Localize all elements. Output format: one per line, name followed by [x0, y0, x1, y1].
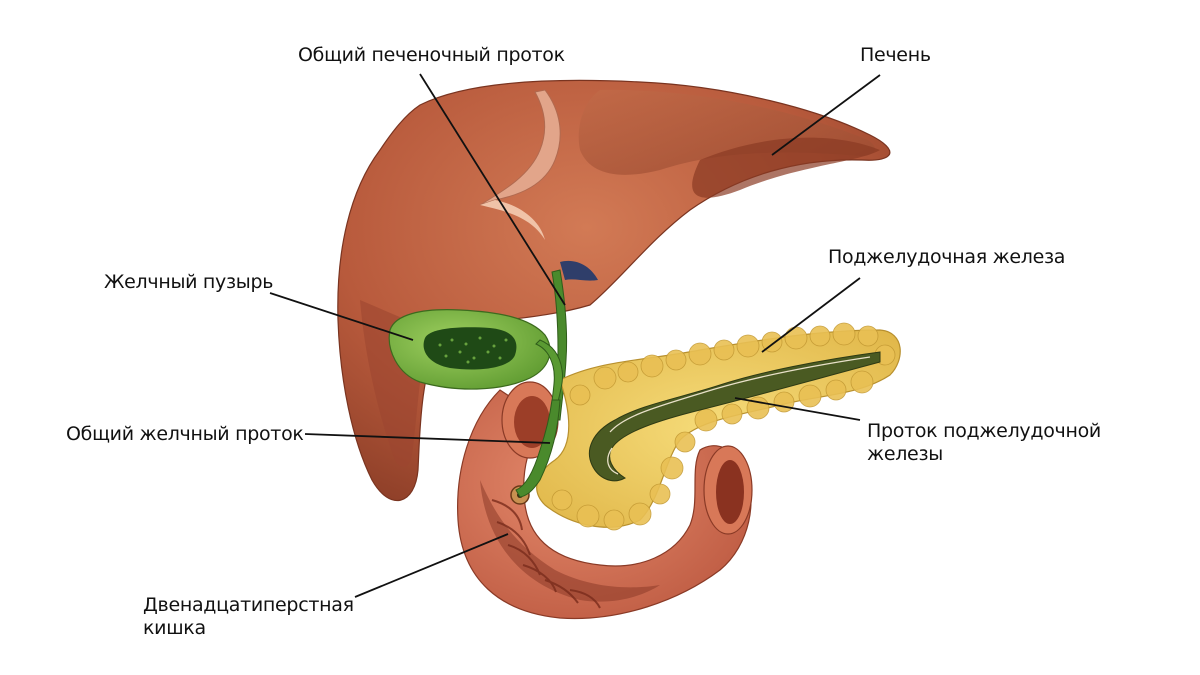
label-common-bile-duct: Общий желчный проток	[66, 423, 304, 445]
gallbladder-shape	[388, 309, 563, 498]
leader-line-liver	[771, 74, 881, 156]
leader-line-common-bile-duct	[304, 433, 551, 444]
leader-line-pancreas	[761, 277, 861, 353]
label-duodenum: Двенадцатиперстная кишка	[143, 594, 354, 640]
leader-line-pancreatic-duct	[734, 397, 861, 421]
label-pancreatic-duct: Проток поджелудочной железы	[867, 420, 1101, 466]
label-common-hepatic-duct: Общий печеночный проток	[298, 44, 565, 66]
label-liver: Печень	[860, 44, 931, 66]
label-duodenum-line1: Двенадцатиперстная	[143, 594, 354, 616]
label-gallbladder: Желчный пузырь	[104, 271, 274, 293]
leader-line-common-hepatic-duct	[419, 73, 566, 306]
label-pancreas: Поджелудочная железа	[828, 246, 1066, 268]
label-duodenum-line2: кишка	[143, 617, 206, 639]
label-pancreatic-duct-line2: железы	[867, 443, 943, 465]
leader-line-duodenum	[354, 533, 509, 598]
leader-line-gallbladder	[269, 292, 414, 341]
label-pancreatic-duct-line1: Проток поджелудочной	[867, 420, 1101, 442]
pancreas-shape	[536, 322, 901, 531]
leader-lines	[269, 73, 881, 598]
